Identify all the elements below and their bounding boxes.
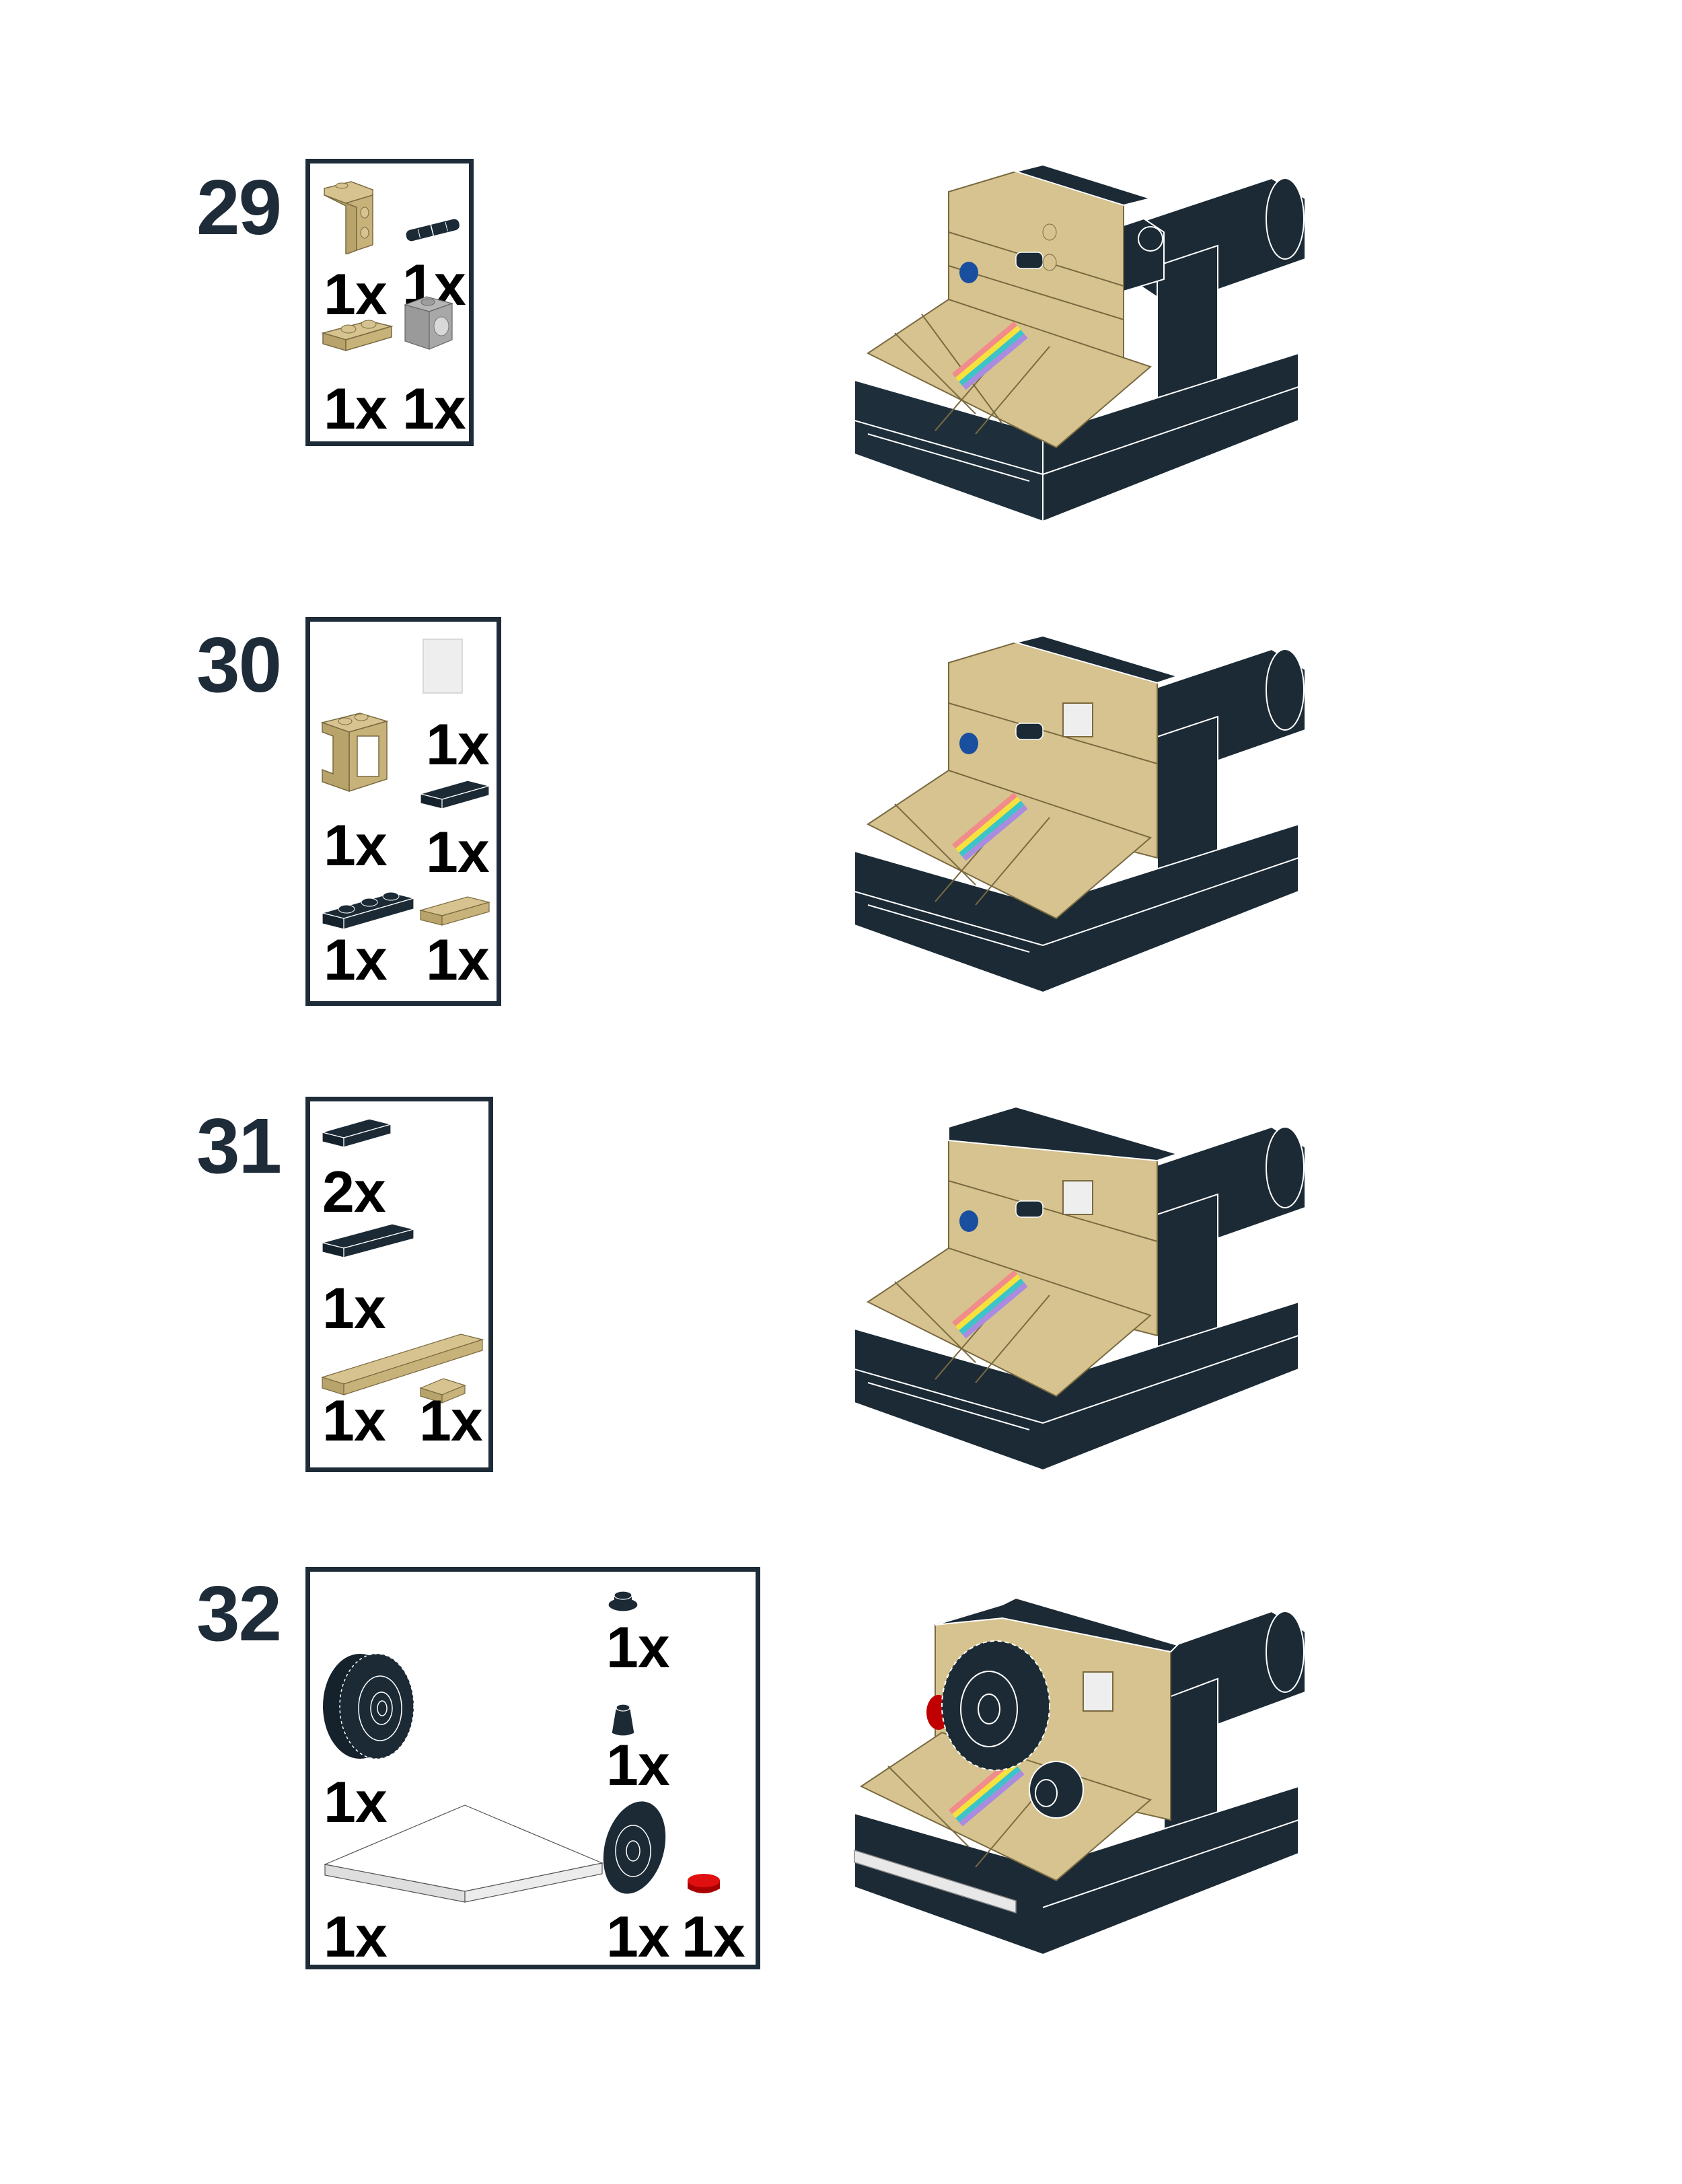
step-number: 30 <box>196 621 282 708</box>
tan-bracket-icon <box>322 180 375 254</box>
gray-technic-brick-1x1-icon <box>402 291 456 352</box>
tan-plate-1x2-icon <box>320 313 394 353</box>
camera-assembly-icon <box>854 165 1306 523</box>
part-quantity: 1x <box>606 1733 670 1798</box>
black-tile-1x3-icon <box>320 1221 417 1260</box>
red-round-tile-1x1-icon <box>685 1871 723 1898</box>
part-quantity: 1x <box>324 262 388 327</box>
tan-tile-1x6-icon <box>320 1330 484 1397</box>
black-wheel-hub-icon <box>601 1797 668 1898</box>
black-technic-pin-icon <box>401 216 465 243</box>
assembly-model-step-29 <box>841 165 1312 528</box>
trans-clear-glass-pane-icon <box>419 636 466 697</box>
part-quantity: 1x <box>606 1905 670 1969</box>
part-quantity: 1x <box>682 1905 745 1969</box>
part-quantity: 1x <box>324 1905 388 1969</box>
step-number: 29 <box>196 163 282 251</box>
black-round-plate-1x1-icon <box>606 1589 640 1615</box>
camera-assembly-icon <box>854 1597 1306 1956</box>
part-quantity: 1x <box>402 377 466 441</box>
white-tile-4x4-icon <box>322 1804 605 1905</box>
part-quantity: 2x <box>322 1160 386 1225</box>
tan-tile-1x2-icon <box>418 894 492 928</box>
part-quantity: 1x <box>322 1389 386 1453</box>
part-quantity: 1x <box>324 1770 388 1835</box>
black-tire-icon <box>320 1649 420 1763</box>
part-quantity: 1x <box>606 1615 670 1680</box>
camera-assembly-icon <box>854 636 1306 994</box>
black-plate-1x3-icon <box>320 886 417 933</box>
camera-assembly-icon <box>854 1105 1306 1471</box>
assembly-model-step-30 <box>841 636 1312 999</box>
part-quantity: 1x <box>426 713 490 777</box>
parts-list-box: 1x 1x 1x <box>305 617 501 1006</box>
part-quantity: 1x <box>324 377 388 441</box>
black-tile-1x2-icon <box>320 1116 394 1150</box>
parts-list-box: 1x 1x 1x 1x <box>305 1567 760 1969</box>
step-number: 32 <box>196 1570 282 1657</box>
assembly-model-step-32 <box>841 1578 1312 1961</box>
tan-window-frame-icon <box>320 709 394 797</box>
part-quantity: 1x <box>426 928 490 992</box>
tan-tile-1x1-icon <box>418 1376 468 1406</box>
part-quantity: 1x <box>324 813 388 878</box>
part-quantity: 1x <box>426 820 490 885</box>
parts-list-box: 2x 1x 1x 1x <box>305 1097 493 1472</box>
parts-list-box: 1x 1x 1x <box>305 159 474 446</box>
part-quantity: 1x <box>322 1276 386 1341</box>
assembly-model-step-31 <box>841 1100 1312 1477</box>
part-quantity: 1x <box>324 928 388 992</box>
black-cone-1x1-icon <box>606 1698 640 1739</box>
black-tile-1x2-icon <box>418 778 492 811</box>
step-number: 31 <box>196 1102 282 1190</box>
part-quantity: 1x <box>419 1389 483 1453</box>
